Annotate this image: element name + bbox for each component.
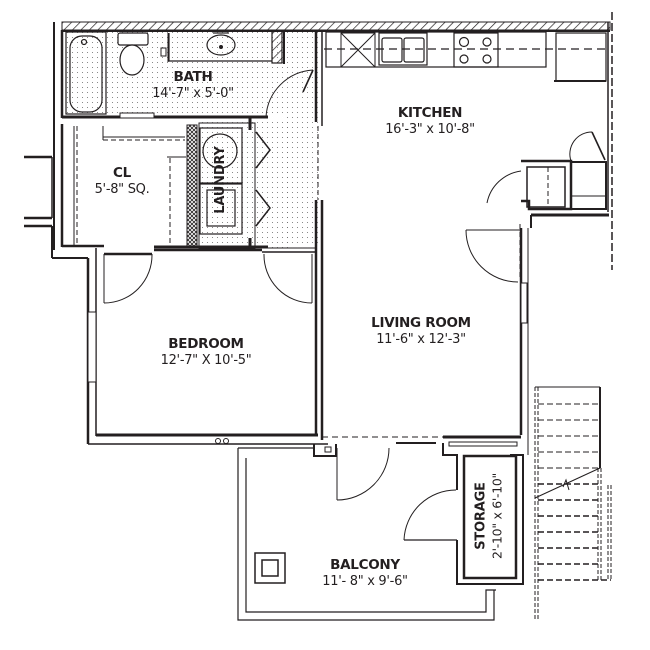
hall-walls	[262, 126, 324, 440]
room-name: CL	[113, 165, 131, 181]
storage-door[interactable]	[403, 489, 457, 541]
refrigerator-icon	[554, 32, 607, 82]
dryer-icon	[199, 183, 243, 235]
laundry-walls	[198, 118, 271, 250]
room-label-storage: STORAGE 2'-10" x 6'-10"	[474, 473, 505, 559]
room-label-closet: CL 5'-8" SQ.	[95, 165, 150, 198]
room-label-bedroom: BEDROOM 12'-7" X 10'-5"	[161, 336, 252, 369]
bath-door[interactable]	[265, 69, 314, 118]
room-label-balcony: BALCONY 11'- 8" x 9'-6"	[322, 557, 408, 590]
room-name: BEDROOM	[168, 336, 244, 352]
room-label-laundry: LAUNDRY	[213, 146, 229, 214]
bathtub-icon	[65, 31, 107, 115]
bath-walls	[53, 22, 323, 250]
exterior-wall-top	[61, 12, 613, 270]
kitchen-counter	[324, 31, 605, 68]
stairs-icon	[534, 386, 612, 620]
pantry-walls	[521, 159, 609, 228]
bedroom-walls	[87, 248, 328, 445]
room-name: STORAGE	[473, 482, 489, 550]
room-name: LAUNDRY	[213, 146, 229, 214]
kitchen-sink-icon	[378, 32, 428, 66]
room-name: LIVING ROOM	[371, 315, 471, 331]
room-dimensions: 14'-7" x 5'-0"	[152, 85, 234, 101]
room-label-kitchen: KITCHEN 16'-3" x 10'-8"	[385, 105, 475, 138]
room-dimensions: 16'-3" x 10'-8"	[385, 121, 475, 137]
room-label-bath: BATH 14'-7" x 5'-0"	[152, 69, 234, 102]
room-dimensions: 11'- 8" x 9'-6"	[322, 573, 408, 589]
room-dimensions: 11'-6" x 12'-3"	[376, 331, 466, 347]
washer-icon	[199, 127, 243, 184]
pantry-door[interactable]	[486, 131, 606, 204]
room-dimensions: 2'-10" x 6'-10"	[489, 473, 505, 559]
outlet-icon	[215, 438, 229, 444]
balcony-walls	[237, 444, 496, 621]
storage-walls	[404, 443, 524, 585]
bedroom-door[interactable]	[103, 253, 153, 304]
room-name: BALCONY	[330, 557, 400, 573]
range-icon	[453, 32, 499, 68]
hvac-unit-icon	[254, 552, 286, 584]
toilet-icon	[117, 32, 149, 76]
closet-walls	[60, 124, 268, 249]
dishwasher-icon	[340, 32, 376, 68]
balcony-door[interactable]	[336, 447, 390, 501]
room-name: KITCHEN	[397, 105, 463, 121]
room-label-living: LIVING ROOM 11'-6" x 12'-3"	[371, 315, 471, 348]
room-dimensions: 12'-7" X 10'-5"	[160, 352, 252, 368]
bath-sink-icon	[168, 32, 272, 62]
living-walls	[322, 224, 529, 455]
room-dimensions: 5'-8" SQ.	[94, 181, 150, 197]
left-wall-projections	[24, 155, 97, 444]
closet-door[interactable]	[263, 253, 313, 304]
room-name: BATH	[173, 69, 213, 85]
